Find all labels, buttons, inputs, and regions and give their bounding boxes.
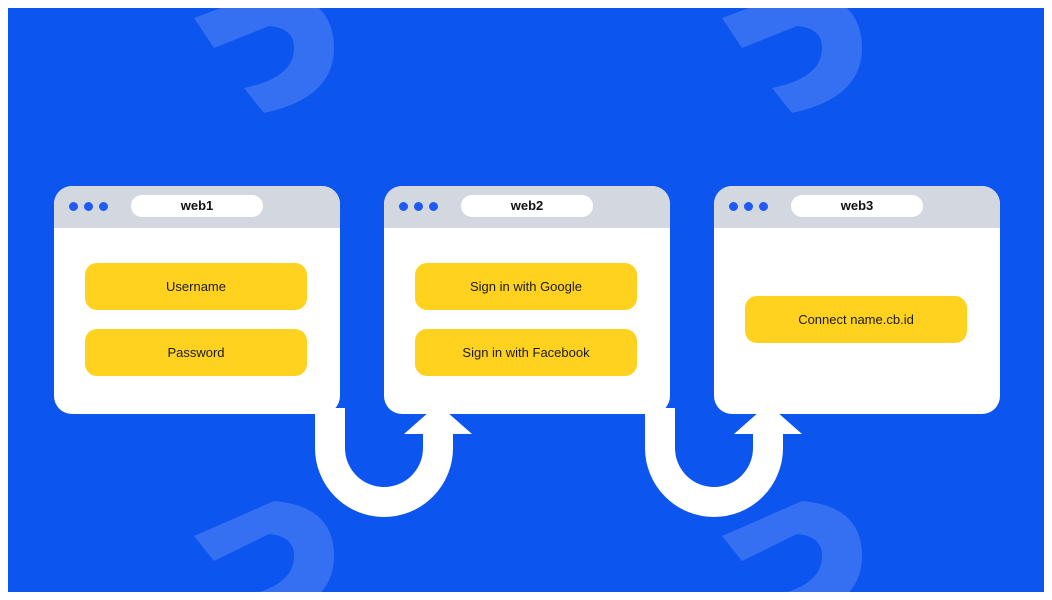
address-bar[interactable]: web3: [791, 195, 923, 217]
address-bar[interactable]: web2: [461, 195, 593, 217]
browser-window-web1: web1 Username Password: [54, 186, 340, 414]
username-button[interactable]: Username: [85, 263, 307, 310]
browser-window-web3: web3 Connect name.cb.id: [714, 186, 1000, 414]
window-dot-icon: [414, 202, 423, 211]
window-titlebar: web1: [54, 186, 340, 228]
window-dot-icon: [69, 202, 78, 211]
window-dot-icon: [84, 202, 93, 211]
window-controls: [729, 202, 768, 211]
browser-window-web2: web2 Sign in with Google Sign in with Fa…: [384, 186, 670, 414]
window-dot-icon: [99, 202, 108, 211]
sign-in-google-button[interactable]: Sign in with Google: [415, 263, 637, 310]
eagle-logo-watermark-bottom-left: [194, 501, 334, 592]
eagle-logo-watermark-top-left: [194, 8, 334, 113]
sign-in-facebook-button[interactable]: Sign in with Facebook: [415, 329, 637, 376]
window-titlebar: web3: [714, 186, 1000, 228]
eagle-logo-watermark-bottom-right: [722, 501, 862, 592]
connector-arrows: [315, 404, 802, 517]
eagle-logo-watermark-top-right: [722, 8, 862, 113]
window-controls: [69, 202, 108, 211]
address-bar[interactable]: web1: [131, 195, 263, 217]
window-dot-icon: [399, 202, 408, 211]
window-dot-icon: [429, 202, 438, 211]
password-button[interactable]: Password: [85, 329, 307, 376]
u-turn-arrow-icon-2: [645, 404, 802, 517]
window-dot-icon: [729, 202, 738, 211]
connect-wallet-button[interactable]: Connect name.cb.id: [745, 296, 967, 343]
diagram-canvas: web1 Username Password web2 Sign in with…: [8, 8, 1044, 592]
window-dot-icon: [759, 202, 768, 211]
u-turn-arrow-icon-1: [315, 404, 472, 517]
window-controls: [399, 202, 438, 211]
window-dot-icon: [744, 202, 753, 211]
window-titlebar: web2: [384, 186, 670, 228]
